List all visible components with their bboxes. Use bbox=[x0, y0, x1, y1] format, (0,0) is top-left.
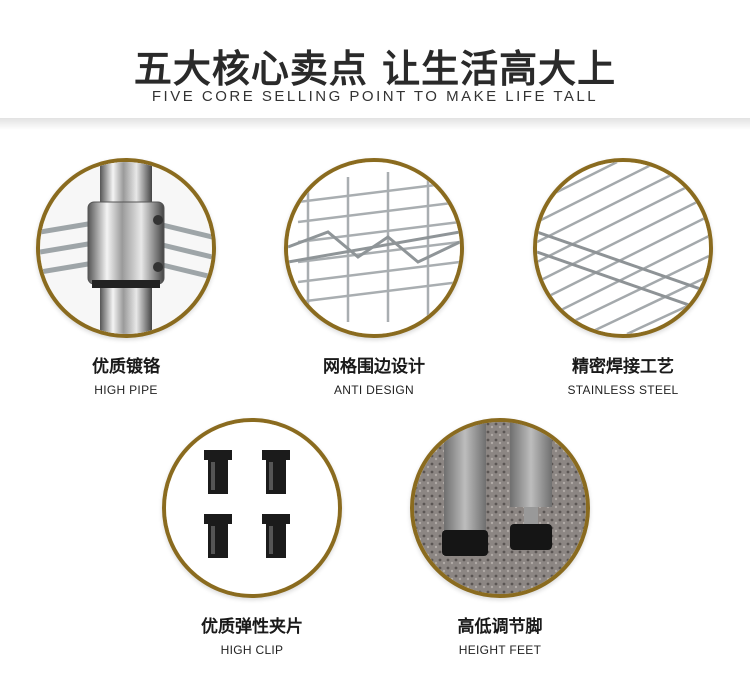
welded-grid-image bbox=[537, 162, 709, 334]
feature-subtitle: HEIGHT FEET bbox=[458, 643, 542, 657]
feature-image-frame bbox=[410, 418, 590, 598]
feature-subtitle: HIGH PIPE bbox=[94, 383, 158, 397]
feature-title: 精密焊接工艺 bbox=[572, 357, 674, 377]
header: 五大核心卖点 让生活高大上 FIVE CORE SELLING POINT TO… bbox=[0, 0, 750, 118]
feature-title: 优质镀铬 bbox=[92, 357, 160, 377]
feature-image-frame bbox=[162, 418, 342, 598]
plastic-clips-image bbox=[166, 422, 338, 594]
feature-chrome-pipe: 优质镀铬 HIGH PIPE bbox=[26, 158, 226, 397]
feature-adjustable-feet: 高低调节脚 HEIGHT FEET bbox=[400, 418, 600, 657]
wire-grid-edge-image bbox=[288, 162, 460, 334]
feature-title: 高低调节脚 bbox=[457, 617, 543, 637]
feature-subtitle: STAINLESS STEEL bbox=[567, 383, 679, 397]
feature-title: 优质弹性夹片 bbox=[201, 617, 303, 637]
feature-image-frame bbox=[36, 158, 216, 338]
feature-image-frame bbox=[284, 158, 464, 338]
page-title: 五大核心卖点 让生活高大上 bbox=[133, 47, 617, 91]
feature-image-frame bbox=[533, 158, 713, 338]
feature-subtitle: HIGH CLIP bbox=[220, 643, 284, 657]
feature-plastic-clips: 优质弹性夹片 HIGH CLIP bbox=[152, 418, 352, 657]
feature-welded-grid: 精密焊接工艺 STAINLESS STEEL bbox=[523, 158, 723, 397]
chrome-pipe-image bbox=[40, 162, 212, 334]
adjustable-feet-image bbox=[414, 422, 586, 594]
feature-subtitle: ANTI DESIGN bbox=[334, 383, 414, 397]
feature-wire-grid-edge: 网格围边设计 ANTI DESIGN bbox=[274, 158, 474, 397]
page-subtitle: FIVE CORE SELLING POINT TO MAKE LIFE TAL… bbox=[151, 88, 599, 105]
header-divider bbox=[0, 118, 750, 130]
feature-title: 网格围边设计 bbox=[323, 357, 425, 377]
